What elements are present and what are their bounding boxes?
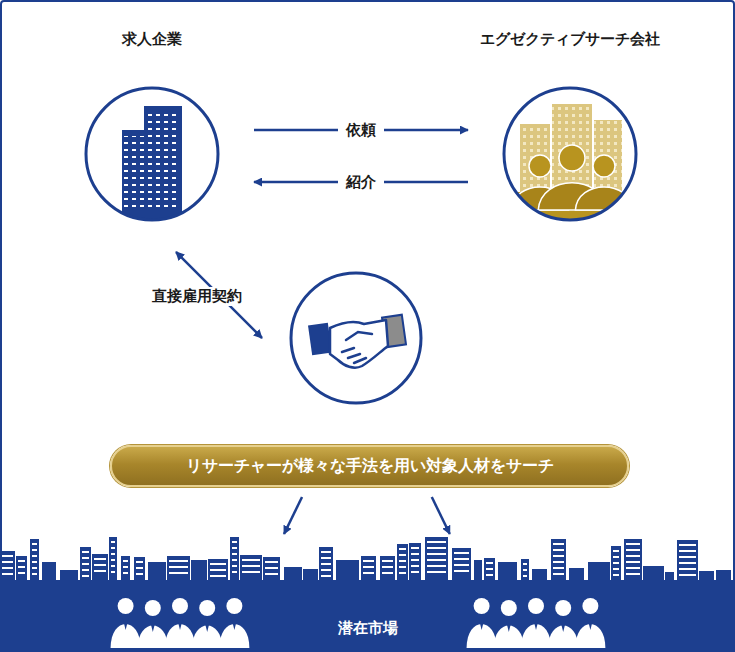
circle-outline	[82, 84, 222, 224]
circle-node: 求人企業	[62, 30, 242, 230]
edge-label: 依頼	[338, 121, 384, 140]
edge-arrow	[284, 497, 302, 534]
node-heading: 求人企業	[62, 30, 242, 49]
market-band: 潜在市場	[0, 528, 735, 652]
circle-illustration	[500, 84, 640, 224]
circle-outline	[500, 84, 640, 224]
band-text: 潜在市場	[338, 619, 398, 638]
node-heading: エグゼクティブサーチ会社	[460, 30, 680, 49]
circle-node: エグゼクティブサーチ会社	[460, 30, 680, 230]
edge-label: 紹介	[338, 173, 384, 192]
contract-label: 直接雇用契約	[148, 287, 246, 306]
method-banner: リサーチャーが様々な手法を用い対象人材をサーチ	[110, 445, 629, 487]
banner-text: リサーチャーが様々な手法を用い対象人材をサーチ	[186, 456, 554, 477]
circle-illustration	[82, 84, 222, 224]
edge-arrow	[432, 497, 450, 534]
handshake-circle	[288, 270, 424, 406]
